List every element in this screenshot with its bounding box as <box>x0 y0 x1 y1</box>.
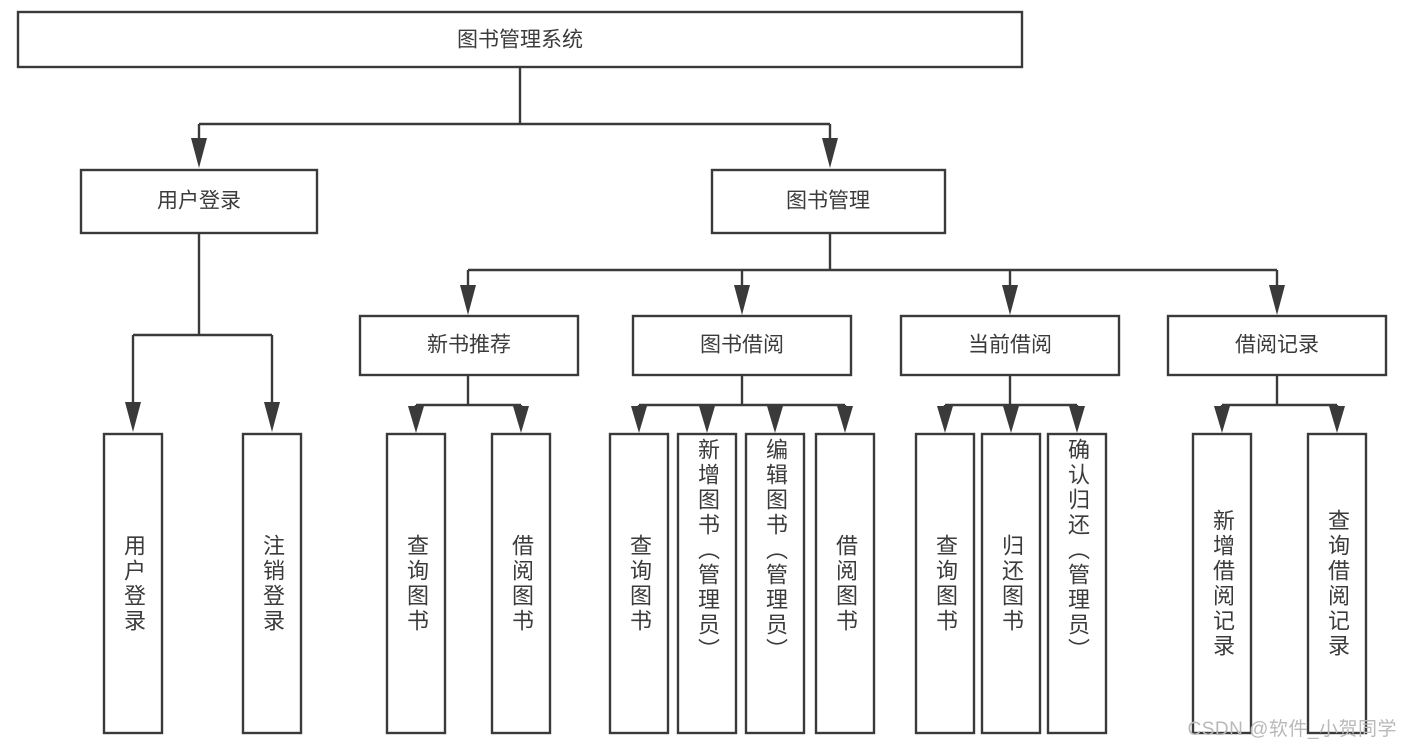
leaf-box-group <box>102 432 1368 735</box>
connector-group-user-login <box>125 233 280 432</box>
node-borrow-record[interactable]: 借阅记录 <box>1166 314 1388 377</box>
leaf-box-add-record[interactable] <box>1191 432 1253 735</box>
arrow-head-leaf-return-book <box>1003 406 1019 433</box>
leaf-box-user-login[interactable] <box>102 432 164 735</box>
leaf-box-query-book-a[interactable] <box>385 432 447 735</box>
node-root-label: 图书管理系统 <box>457 29 583 52</box>
csdn-watermark: CSDN @软件_小贺同学 <box>1187 719 1397 740</box>
arrow-head-new-book-recommend <box>460 285 476 315</box>
connector-group-book-manage <box>460 233 1285 315</box>
leaf-box-return-book[interactable] <box>980 432 1042 735</box>
arrow-head-leaf-edit-book <box>767 406 783 433</box>
arrow-head-borrow-record <box>1269 285 1285 315</box>
node-borrow-record-label: 借阅记录 <box>1235 334 1319 357</box>
node-book-manage-box[interactable] <box>710 168 947 235</box>
leaf-box-borrow-book-b[interactable] <box>814 432 876 735</box>
leaf-box-query-record[interactable] <box>1306 432 1368 735</box>
node-book-borrow-label: 图书借阅 <box>700 334 784 357</box>
arrow-head-leaf-query-book-c <box>937 406 953 433</box>
node-user-login[interactable]: 用户登录 <box>79 168 319 235</box>
arrow-head-user-login <box>191 138 207 168</box>
node-user-login-label: 用户登录 <box>157 190 241 213</box>
node-new-book-recommend-label: 新书推荐 <box>427 334 511 357</box>
connector-group-current-borrow <box>937 375 1085 433</box>
node-book-borrow[interactable]: 图书借阅 <box>631 314 853 377</box>
leaf-box-query-book-c[interactable] <box>914 432 976 735</box>
node-root-box[interactable] <box>16 10 1024 69</box>
node-user-login-box[interactable] <box>79 168 319 235</box>
node-book-borrow-box[interactable] <box>631 314 853 377</box>
node-book-manage-label: 图书管理 <box>786 190 870 213</box>
arrow-head-leaf-logout <box>264 402 280 432</box>
arrow-head-leaf-add-book <box>699 406 715 433</box>
leaf-box-add-book[interactable] <box>676 432 738 735</box>
leaf-box-logout[interactable] <box>241 432 303 735</box>
arrow-head-leaf-query-record <box>1329 406 1345 433</box>
connector-group-book-borrow <box>631 375 853 433</box>
leaf-box-borrow-book-a[interactable] <box>490 432 552 735</box>
node-root-system[interactable]: 图书管理系统 <box>16 10 1024 69</box>
arrow-head-leaf-borrow-book-b <box>837 406 853 433</box>
arrow-head-book-borrow <box>734 285 750 315</box>
node-new-book-recommend-box[interactable] <box>358 314 580 377</box>
leaf-box-confirm-return[interactable] <box>1046 432 1108 735</box>
connector-group-new-book-recommend <box>408 375 529 433</box>
arrow-head-current-borrow <box>1002 285 1018 315</box>
node-borrow-record-box[interactable] <box>1166 314 1388 377</box>
connector-group-root <box>191 67 838 168</box>
node-book-manage[interactable]: 图书管理 <box>710 168 947 235</box>
arrow-head-leaf-add-record <box>1214 406 1230 433</box>
arrow-head-leaf-user-login <box>125 402 141 432</box>
arrow-head-leaf-borrow-book-a <box>513 406 529 433</box>
node-current-borrow[interactable]: 当前借阅 <box>899 314 1121 377</box>
node-current-borrow-box[interactable] <box>899 314 1121 377</box>
arrow-head-leaf-confirm-return <box>1069 406 1085 433</box>
node-new-book-recommend[interactable]: 新书推荐 <box>358 314 580 377</box>
connector-group-borrow-record <box>1214 375 1345 433</box>
leaf-box-edit-book[interactable] <box>744 432 806 735</box>
arrow-head-book-manage <box>822 138 838 168</box>
arrow-head-leaf-query-book-a <box>408 406 424 433</box>
leaf-box-query-book-b[interactable] <box>608 432 670 735</box>
node-current-borrow-label: 当前借阅 <box>968 334 1052 357</box>
arrow-head-leaf-query-book-b <box>631 406 647 433</box>
